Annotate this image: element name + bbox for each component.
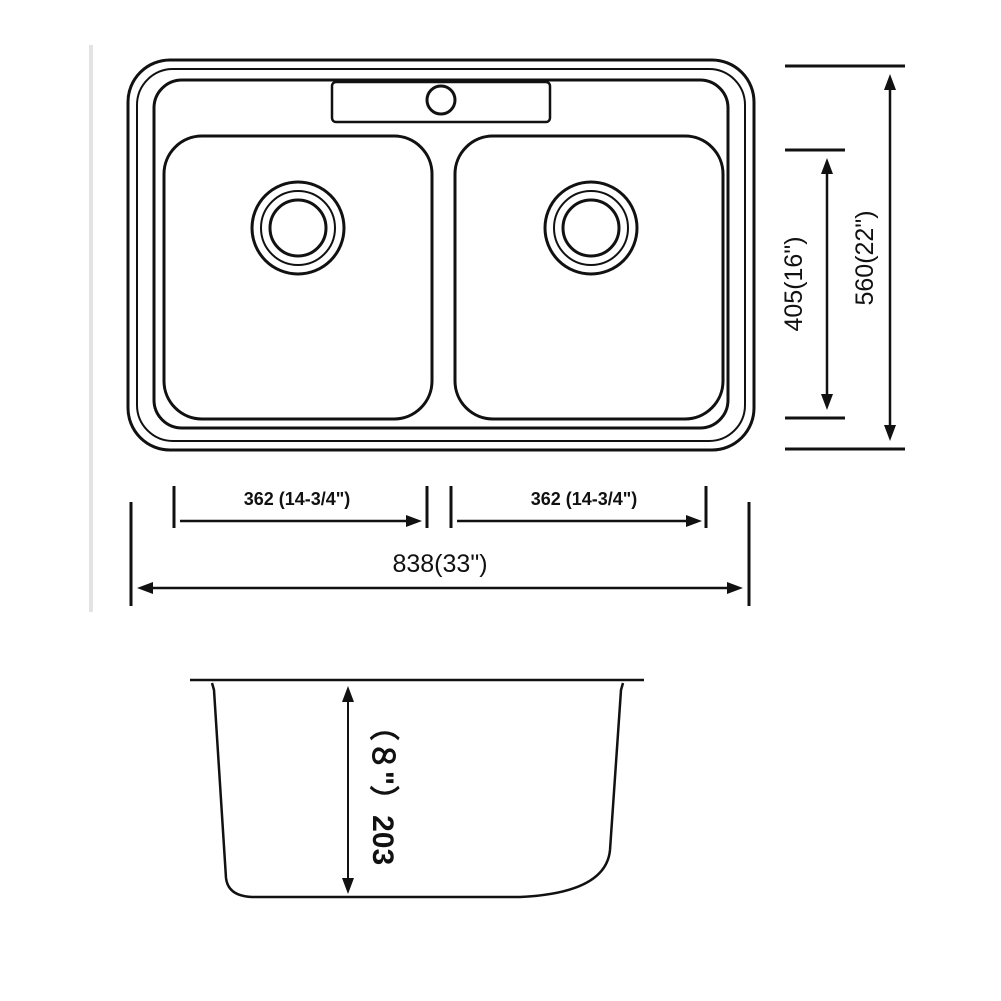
left-bowl-width-label: 362 (14-3/4") — [244, 489, 351, 509]
bowl-length-arrow-top — [821, 158, 833, 174]
left-drain-middle — [260, 190, 336, 266]
faucet-hole — [425, 84, 457, 116]
overall-width-arrow-right — [727, 582, 743, 594]
depth-arrows — [342, 686, 354, 894]
horizontal-dimensions — [129, 486, 751, 606]
right-drain-inner — [561, 198, 621, 258]
side-view — [190, 678, 644, 899]
overall-length-label: 560(22") — [851, 210, 879, 305]
sink-deck — [152, 78, 730, 430]
sink-outer-rim — [126, 58, 756, 452]
left-drain-outer — [250, 180, 346, 276]
top-view — [126, 58, 756, 452]
faucet-deck — [330, 80, 552, 124]
overall-length-arrow-bottom — [884, 425, 896, 441]
sink-rim-inner-line — [136, 68, 746, 442]
left-bowl — [162, 134, 434, 421]
right-drain-outer — [543, 180, 639, 276]
right-drain-middle — [553, 190, 629, 266]
depth-arrow-top — [342, 686, 354, 702]
left-bowl-width-arrow — [406, 515, 422, 527]
left-drain-inner — [268, 198, 328, 258]
depth-label: （８"）203 — [366, 711, 400, 865]
depth-arrow-bottom — [342, 878, 354, 894]
overall-length-arrow-top — [884, 74, 896, 90]
right-bowl-width-label: 362 (14-3/4") — [531, 489, 638, 509]
overall-width-arrow-left — [137, 582, 153, 594]
right-bowl-width-arrow — [686, 515, 702, 527]
bowl-length-label: 405(16") — [780, 236, 808, 331]
side-view-bowl-profile — [210, 682, 625, 899]
right-bowl — [453, 134, 725, 421]
vertical-dimensions — [785, 64, 905, 451]
bowl-length-arrow-bottom — [821, 394, 833, 410]
overall-width-label: 838(33") — [392, 550, 487, 578]
